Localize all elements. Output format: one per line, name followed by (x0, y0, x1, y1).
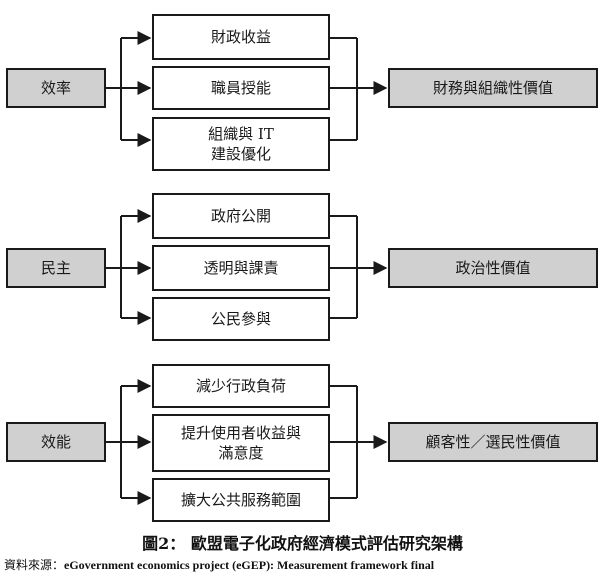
item-box-organization-it: 組織與 IT 建設優化 (152, 117, 330, 171)
input-box-effectiveness: 效能 (6, 422, 106, 462)
input-label: 民主 (40, 259, 71, 277)
input-label: 效能 (40, 433, 71, 451)
item-box-transparency-accountability: 透明與課責 (152, 245, 330, 291)
group-3-connectors (106, 379, 388, 505)
output-box-political-value: 政治性價值 (388, 248, 598, 288)
output-label: 政治性價值 (455, 259, 531, 277)
input-label: 效率 (40, 79, 71, 97)
item-box-expand-public-services: 擴大公共服務範圍 (152, 478, 330, 522)
item-label: 提升使用者收益與 滿意度 (180, 424, 301, 462)
item-label: 政府公開 (210, 207, 271, 225)
item-label: 組織與 IT 建設優化 (208, 125, 274, 163)
item-box-open-government: 政府公開 (152, 193, 330, 239)
item-label: 減少行政負荷 (195, 377, 286, 395)
output-box-customer-constituent-value: 顧客性／選民性價值 (388, 422, 598, 462)
item-box-user-benefit-satisfaction: 提升使用者收益與 滿意度 (152, 414, 330, 472)
item-label: 公民參與 (210, 310, 271, 328)
figure-caption: 圖2： 歐盟電子化政府經濟模式評估研究架構 (142, 534, 463, 553)
output-box-financial-organizational-value: 財務與組織性價值 (388, 68, 598, 108)
input-box-efficiency: 效率 (6, 68, 106, 108)
group-1-connectors (106, 31, 388, 147)
source-prefix: 資料來源： (4, 558, 65, 572)
output-label: 顧客性／選民性價值 (425, 433, 561, 451)
item-label: 透明與課責 (203, 259, 279, 277)
item-label: 職員授能 (210, 79, 271, 97)
source-note: 資料來源：eGovernment economics project (eGEP… (4, 556, 605, 573)
item-label: 擴大公共服務範圍 (180, 491, 301, 509)
item-box-financial-revenue: 財政收益 (152, 14, 330, 60)
output-label: 財務與組織性價值 (432, 79, 553, 97)
group-2-connectors (106, 209, 388, 325)
item-box-staff-empowerment: 職員授能 (152, 66, 330, 110)
input-box-democracy: 民主 (6, 248, 106, 288)
item-box-reduce-admin-burden: 減少行政負荷 (152, 364, 330, 408)
source-text: eGovernment economics project (eGEP): Me… (64, 558, 435, 572)
item-label: 財政收益 (210, 28, 271, 46)
item-box-citizen-participation: 公民參與 (152, 297, 330, 341)
